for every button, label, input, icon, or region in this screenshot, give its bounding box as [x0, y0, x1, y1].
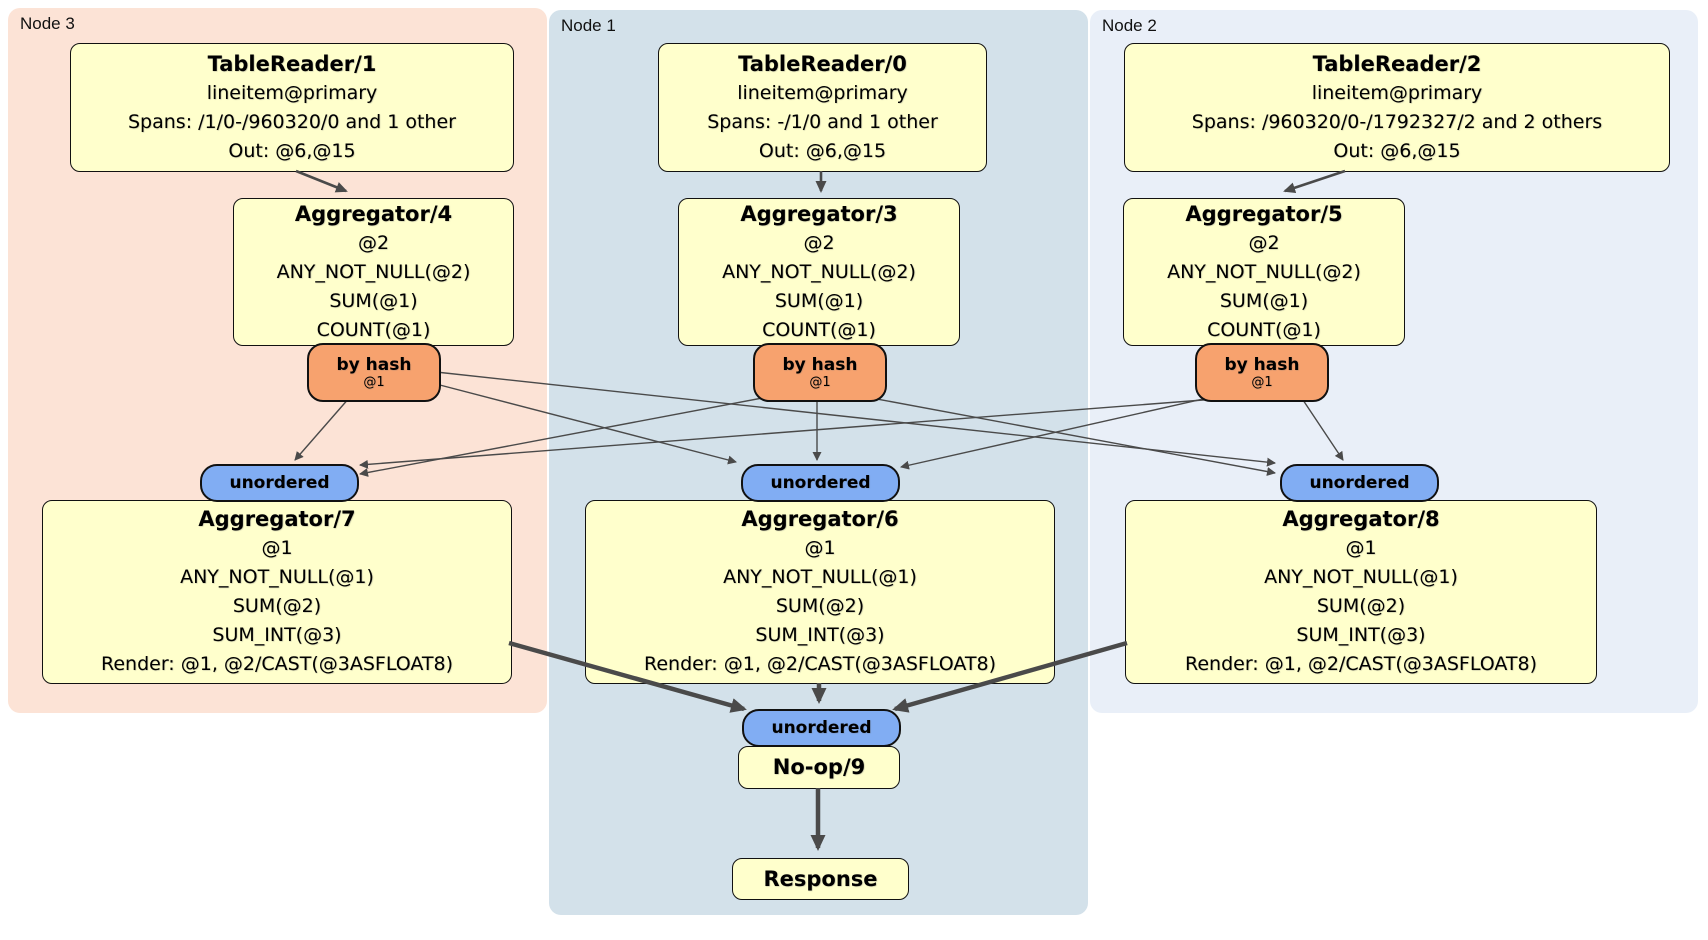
node-agg-line: ANY_NOT_NULL(@1) — [723, 566, 917, 588]
region-node2-label: Node 2 — [1102, 16, 1157, 35]
node-agg-line: COUNT(@1) — [762, 318, 876, 341]
node-tablereader-0: TableReader/0 lineitem@primary Spans: -/… — [658, 43, 987, 172]
node-agg-line: SUM_INT(@3) — [755, 624, 885, 646]
node-out-line: Out: @6,@15 — [228, 139, 356, 162]
sync-label: unordered — [771, 718, 872, 738]
node-agg-line: SUM(@2) — [1316, 595, 1406, 617]
router-label: by hash — [336, 354, 412, 375]
router-by-hash-node1: by hash @1 — [753, 343, 887, 402]
node-title: TableReader/1 — [207, 51, 377, 76]
node-title: Response — [763, 866, 878, 891]
node-agg-line: ANY_NOT_NULL(@2) — [722, 260, 916, 283]
node-agg-line: ANY_NOT_NULL(@2) — [276, 260, 471, 283]
node-aggregator-4: Aggregator/4 @2 ANY_NOT_NULL(@2) SUM(@1)… — [233, 198, 514, 346]
final-stage-arrows — [508, 640, 1128, 851]
node-title: Aggregator/7 — [198, 507, 356, 531]
node-agg-line: SUM(@1) — [329, 289, 418, 312]
router-by-hash-node2: by hash @1 — [1195, 343, 1329, 402]
region-node3-label: Node 3 — [20, 14, 75, 33]
node-agg-line: SUM(@2) — [232, 595, 322, 617]
router-key: @1 — [363, 374, 385, 390]
node-out-line: Out: @6,@15 — [1333, 139, 1461, 162]
node-render-line: Render: @1, @2/CAST(@3ASFLOAT8) — [1185, 653, 1537, 675]
node-title: Aggregator/6 — [741, 507, 899, 531]
node-spans-line: Spans: -/1/0 and 1 other — [707, 110, 938, 133]
node-group-line: @2 — [357, 231, 390, 254]
node-no-op-9: No-op/9 — [738, 746, 900, 789]
node-group-line: @1 — [1345, 537, 1377, 559]
node-group-line: @2 — [1248, 231, 1280, 254]
node-agg-line: COUNT(@1) — [316, 318, 431, 341]
node-index-line: lineitem@primary — [737, 81, 908, 104]
router-by-hash-node3: by hash @1 — [307, 343, 441, 402]
node-title: TableReader/0 — [738, 51, 907, 76]
node-agg-line: SUM(@1) — [1219, 289, 1309, 312]
router-key: @1 — [1251, 374, 1273, 390]
hash-router-to-sync-edges — [294, 371, 1344, 477]
node-title: Aggregator/3 — [740, 201, 898, 226]
sync-unordered-node3: unordered — [200, 464, 359, 502]
node-title: Aggregator/5 — [1185, 201, 1343, 226]
node-agg-line: COUNT(@1) — [1207, 318, 1321, 341]
node-title: Aggregator/4 — [294, 201, 453, 226]
router-label: by hash — [1224, 354, 1300, 375]
node-spans-line: Spans: /960320/0-/1792327/2 and 2 others — [1191, 110, 1603, 133]
node-agg-line: SUM_INT(@3) — [212, 624, 342, 646]
sync-label: unordered — [770, 473, 871, 493]
node-title: No-op/9 — [772, 755, 866, 779]
node-spans-line: Spans: /1/0-/960320/0 and 1 other — [128, 110, 456, 133]
node-out-line: Out: @6,@15 — [758, 139, 887, 162]
sync-unordered-node1: unordered — [741, 464, 900, 502]
node-aggregator-5: Aggregator/5 @2 ANY_NOT_NULL(@2) SUM(@1)… — [1123, 198, 1405, 346]
node-index-line: lineitem@primary — [206, 81, 378, 104]
node-agg-line: SUM(@1) — [774, 289, 864, 312]
node-tablereader-1: TableReader/1 lineitem@primary Spans: /1… — [70, 43, 514, 172]
sync-label: unordered — [229, 473, 330, 493]
node-aggregator-6: Aggregator/6 @1 ANY_NOT_NULL(@1) SUM(@2)… — [585, 500, 1055, 684]
node-title: Aggregator/8 — [1282, 507, 1440, 531]
node-agg-line: ANY_NOT_NULL(@1) — [1264, 566, 1458, 588]
node-title: TableReader/2 — [1312, 51, 1482, 76]
node-response: Response — [732, 858, 909, 900]
sync-unordered-final: unordered — [742, 709, 901, 747]
node-agg-line: SUM_INT(@3) — [1296, 624, 1426, 646]
node-render-line: Render: @1, @2/CAST(@3ASFLOAT8) — [644, 653, 996, 675]
sync-unordered-node2: unordered — [1280, 464, 1439, 502]
node-group-line: @1 — [261, 537, 293, 559]
node-group-line: @1 — [804, 537, 836, 559]
node-aggregator-7: Aggregator/7 @1 ANY_NOT_NULL(@1) SUM(@2)… — [42, 500, 512, 684]
node-index-line: lineitem@primary — [1311, 81, 1483, 104]
node-agg-line: SUM(@2) — [775, 595, 865, 617]
node-agg-line: ANY_NOT_NULL(@2) — [1167, 260, 1361, 283]
router-key: @1 — [809, 374, 831, 390]
router-label: by hash — [782, 354, 858, 375]
node-group-line: @2 — [803, 231, 835, 254]
tablereader-to-aggregator-arrows — [295, 169, 1346, 194]
node-aggregator-3: Aggregator/3 @2 ANY_NOT_NULL(@2) SUM(@1)… — [678, 198, 960, 346]
node-agg-line: ANY_NOT_NULL(@1) — [180, 566, 374, 588]
region-node1-label: Node 1 — [561, 16, 616, 35]
sync-label: unordered — [1309, 473, 1410, 493]
node-render-line: Render: @1, @2/CAST(@3ASFLOAT8) — [101, 653, 453, 675]
node-tablereader-2: TableReader/2 lineitem@primary Spans: /9… — [1124, 43, 1670, 172]
